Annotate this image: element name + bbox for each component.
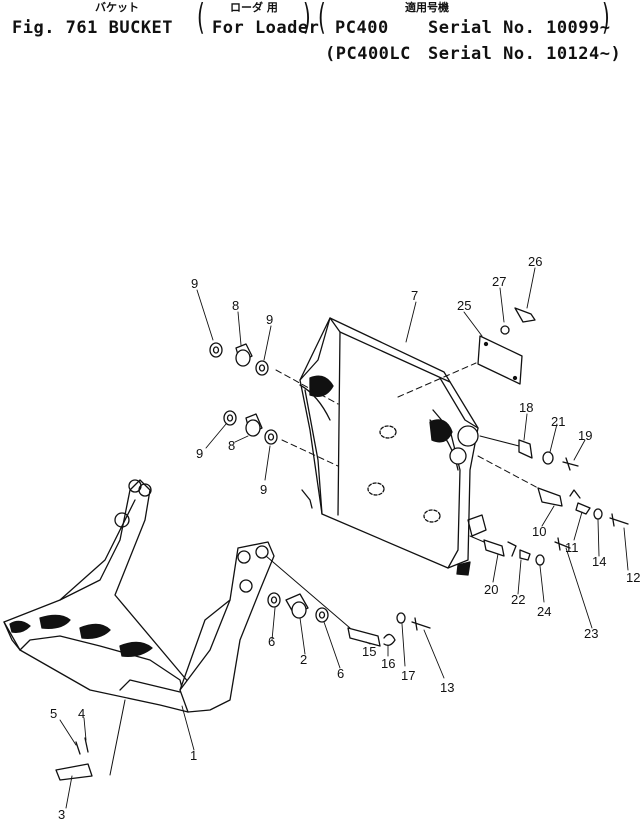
callout-27: 27 bbox=[492, 274, 506, 289]
tooth-parts bbox=[55, 737, 93, 781]
callout-2: 2 bbox=[300, 652, 307, 667]
bucket-body-part bbox=[299, 317, 487, 576]
callout-12: 12 bbox=[626, 570, 640, 585]
callout-8: 8 bbox=[228, 438, 235, 453]
open-paren: ( bbox=[197, 0, 205, 38]
lower-pin-hardware bbox=[267, 592, 431, 647]
callout-22: 22 bbox=[511, 592, 525, 607]
callout-19: 19 bbox=[578, 428, 592, 443]
leader-lines bbox=[59, 267, 629, 809]
alignment-lines-solid bbox=[109, 435, 520, 776]
jp-bucket-label: バケット bbox=[95, 1, 139, 14]
alignment-lines bbox=[275, 362, 539, 489]
serial-1: Serial No. 10099~ bbox=[428, 18, 611, 38]
jp-applicable-label: 適用号機 bbox=[405, 1, 449, 14]
callout-7: 7 bbox=[411, 288, 418, 303]
callout-9: 9 bbox=[260, 482, 267, 497]
callout-9: 9 bbox=[196, 446, 203, 461]
callout-10: 10 bbox=[532, 524, 546, 539]
callout-24: 24 bbox=[537, 604, 551, 619]
bushing-set-lower bbox=[223, 410, 278, 445]
open-paren-2: ( bbox=[318, 0, 326, 38]
figure-title: Fig. 761 BUCKET bbox=[12, 18, 174, 38]
callout-8: 8 bbox=[232, 298, 239, 313]
callout-16: 13 bbox=[440, 680, 454, 695]
callout-6: 6 bbox=[337, 666, 344, 681]
callout-9: 9 bbox=[266, 312, 273, 327]
callout-17: 17 bbox=[401, 668, 415, 683]
bucket-base-part bbox=[3, 479, 275, 713]
close-paren-3: ) bbox=[602, 0, 610, 38]
model-2: (PC400LC bbox=[325, 44, 411, 64]
callout-15: 16 bbox=[381, 656, 395, 671]
callout-4: 4 bbox=[78, 706, 85, 721]
callout-1: 1 bbox=[190, 748, 197, 763]
callout-20: 21 bbox=[551, 414, 565, 429]
bushing-set-upper bbox=[209, 342, 269, 376]
cover-plate-part bbox=[477, 307, 536, 385]
callout-6: 6 bbox=[268, 634, 275, 649]
callout-23: 23 bbox=[584, 626, 598, 641]
callout-25: 25 bbox=[457, 298, 471, 313]
callout-18: 18 bbox=[519, 400, 533, 415]
for-loader-label: For Loader bbox=[212, 18, 320, 38]
jp-loader-label: ローダ 用 bbox=[230, 1, 278, 14]
callout-26: 26 bbox=[528, 254, 542, 269]
callout-labels: 9 8 9 7 25 27 26 18 21 19 9 8 9 10 11 14… bbox=[50, 254, 640, 821]
callout-3: 3 bbox=[58, 807, 65, 821]
pin-hardware bbox=[483, 439, 629, 566]
callout-9: 9 bbox=[191, 276, 198, 291]
close-paren: ) bbox=[303, 0, 311, 38]
callout-5: 5 bbox=[50, 706, 57, 721]
model-1: PC400 bbox=[335, 18, 389, 38]
serial-2: Serial No. 10124~) bbox=[428, 44, 622, 64]
callout-13: 14 bbox=[592, 554, 606, 569]
callout-21: 20 bbox=[484, 582, 498, 597]
figure-header: バケット ローダ 用 適用号機 Fig. 761 BUCKET ( For Lo… bbox=[0, 0, 644, 80]
callout-14: 15 bbox=[362, 644, 376, 659]
callout-11: 11 bbox=[565, 540, 579, 555]
